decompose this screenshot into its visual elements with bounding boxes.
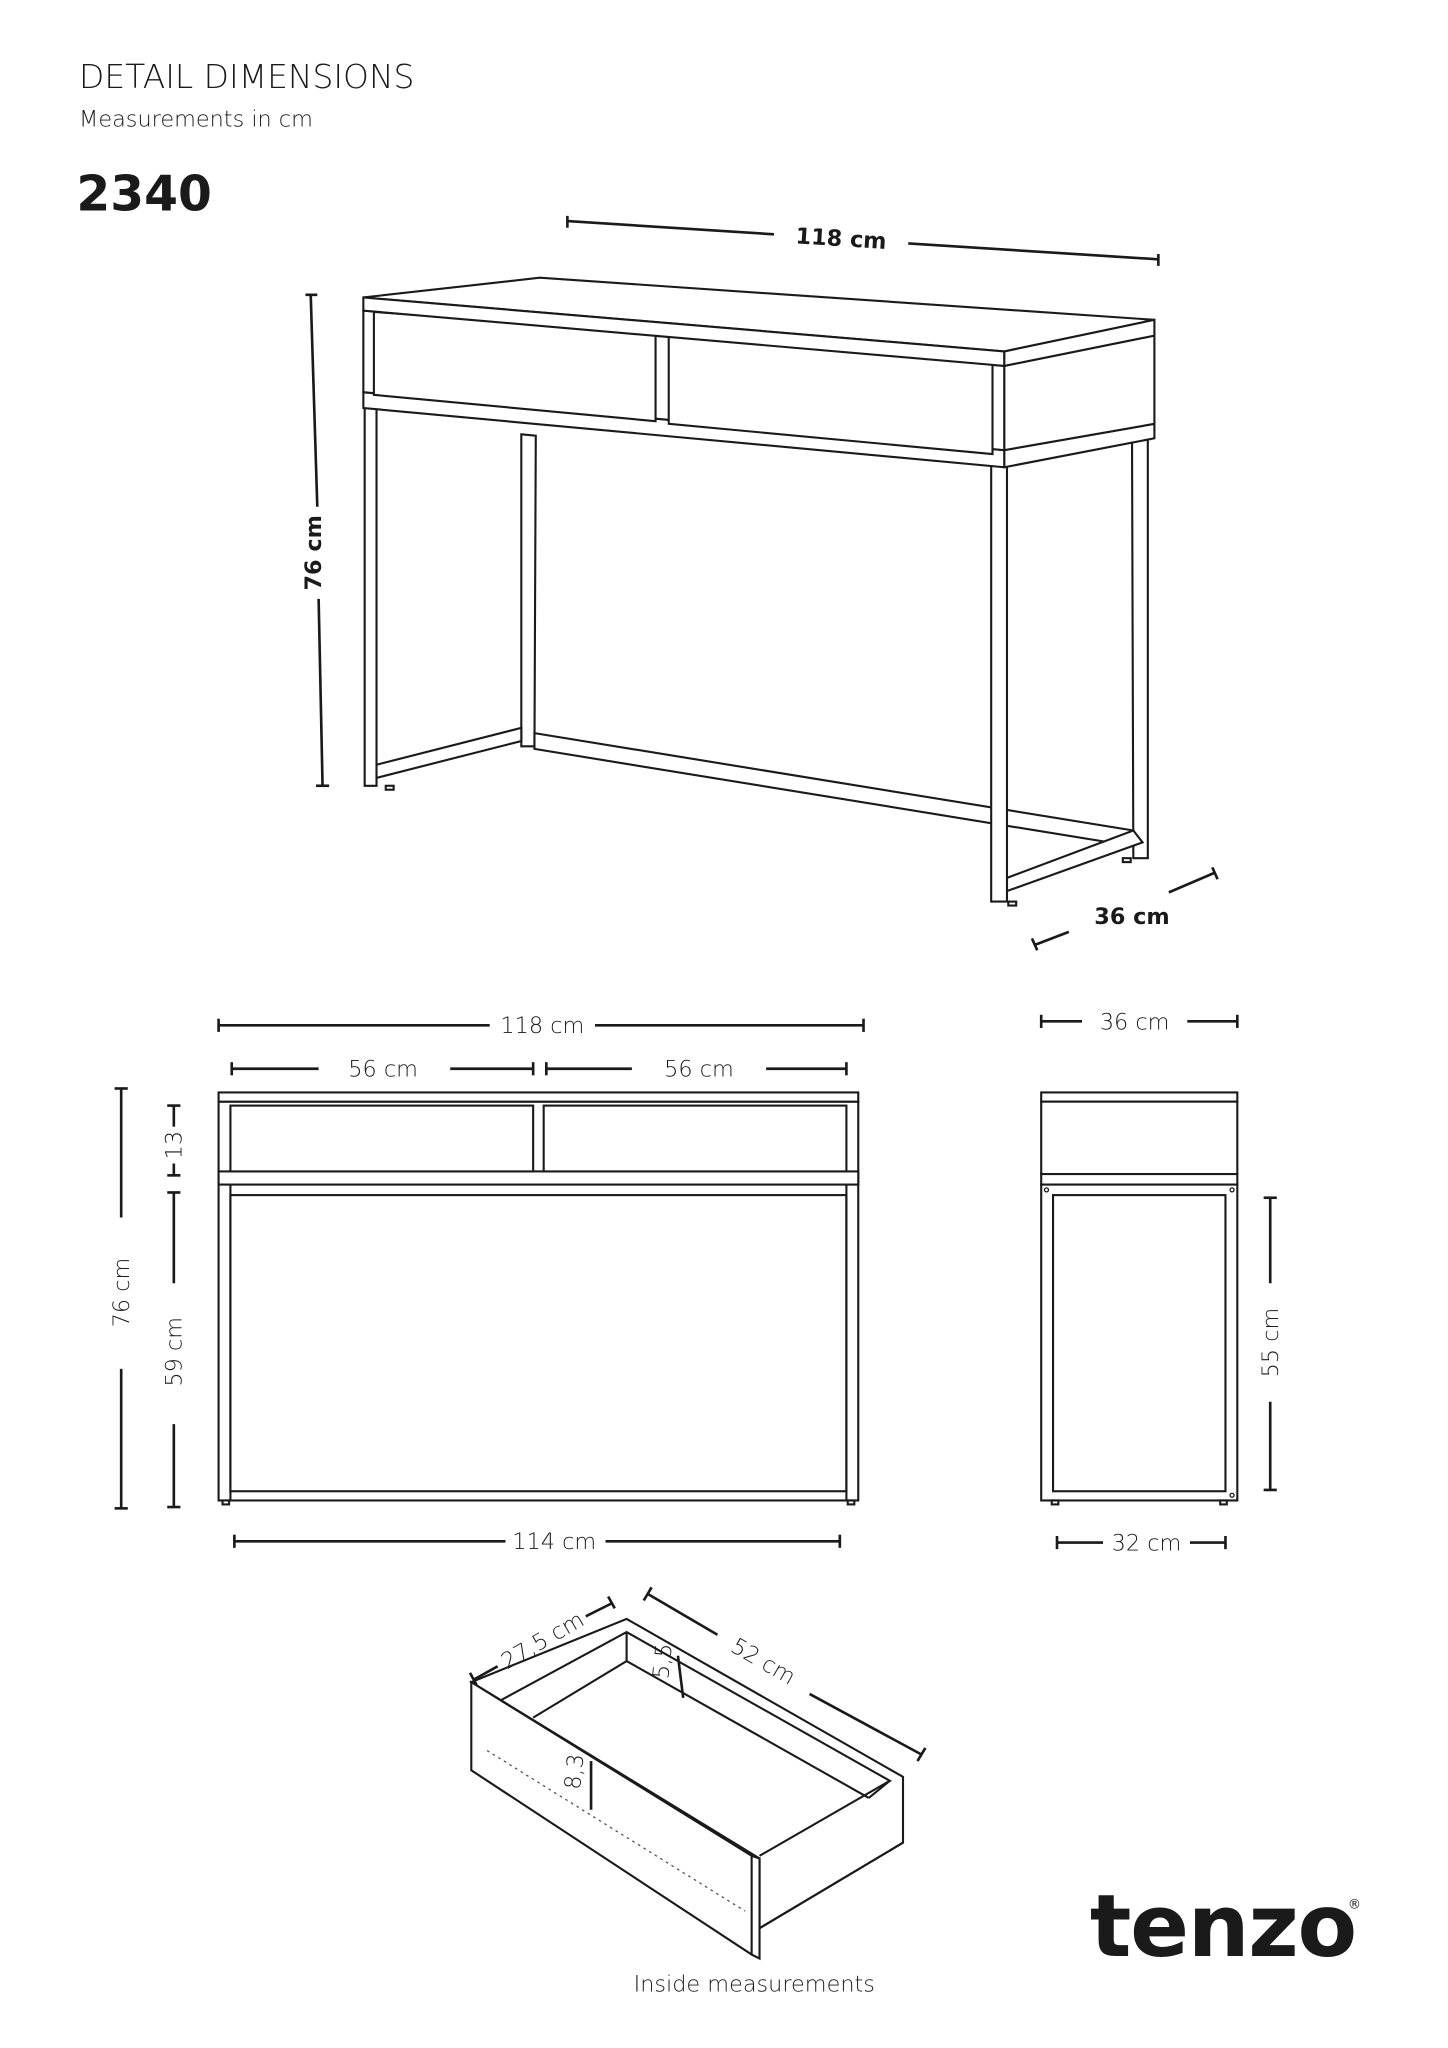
perspective-depth-label: 36 cm bbox=[1094, 904, 1169, 930]
drawer-right-width-label: 56 cm bbox=[664, 1057, 734, 1083]
drawer-right-width-dimension: 56 cm bbox=[544, 1057, 848, 1083]
brand-logo: tenzo ® bbox=[1090, 1876, 1361, 1977]
model-number: 2340 bbox=[76, 167, 212, 223]
front-inner-width-label: 114 cm bbox=[512, 1529, 596, 1555]
drawer-front-height-dimension: 8,3 bbox=[560, 1753, 593, 1810]
perspective-height-label: 76 cm bbox=[301, 515, 327, 590]
side-inner-depth-dimension: 32 cm bbox=[1055, 1530, 1227, 1556]
perspective-width-dimension: 118 cm bbox=[566, 215, 1160, 266]
perspective-table-drawing bbox=[362, 276, 1156, 907]
front-width-dimension: 118 cm bbox=[217, 1013, 865, 1039]
leg-space-height-label: 59 cm bbox=[162, 1317, 188, 1387]
front-view-drawing bbox=[217, 1091, 860, 1506]
side-inner-height-label: 55 cm bbox=[1258, 1308, 1284, 1378]
drawer-left-width-label: 56 cm bbox=[348, 1057, 418, 1083]
drawer-back-height-dimension: 5,5 bbox=[648, 1642, 685, 1699]
front-width-label: 118 cm bbox=[500, 1013, 584, 1039]
drawer-drawing bbox=[468, 1617, 905, 1961]
drawer-back-height-label: 5,5 bbox=[648, 1642, 678, 1680]
front-inner-width-dimension: 114 cm bbox=[233, 1529, 842, 1555]
drawer-height-dimension: 13 bbox=[162, 1104, 188, 1177]
drawer-caption: Inside measurements bbox=[634, 1971, 875, 1997]
side-inner-height-dimension: 55 cm bbox=[1258, 1196, 1284, 1492]
side-depth-dimension: 36 cm bbox=[1039, 1009, 1239, 1035]
side-inner-depth-label: 32 cm bbox=[1112, 1530, 1182, 1556]
perspective-height-dimension: 76 cm bbox=[301, 293, 330, 788]
front-total-height-dimension: 76 cm bbox=[109, 1087, 135, 1510]
side-depth-label: 36 cm bbox=[1100, 1009, 1170, 1035]
drawer-height-label: 13 bbox=[162, 1131, 188, 1159]
perspective-width-label: 118 cm bbox=[795, 223, 887, 255]
front-total-height-label: 76 cm bbox=[109, 1258, 135, 1328]
brand-logo-text: tenzo bbox=[1090, 1876, 1356, 1977]
registered-mark: ® bbox=[1348, 1897, 1361, 1912]
drawer-left-width-dimension: 56 cm bbox=[230, 1057, 535, 1083]
drawer-front-height-label: 8,3 bbox=[560, 1753, 590, 1791]
page-subtitle: Measurements in cm bbox=[79, 106, 313, 132]
perspective-depth-dimension: 36 cm bbox=[1030, 866, 1219, 951]
side-view-drawing bbox=[1040, 1091, 1239, 1506]
leg-space-height-dimension: 59 cm bbox=[162, 1191, 188, 1509]
page-title: DETAIL DIMENSIONS bbox=[79, 57, 414, 96]
